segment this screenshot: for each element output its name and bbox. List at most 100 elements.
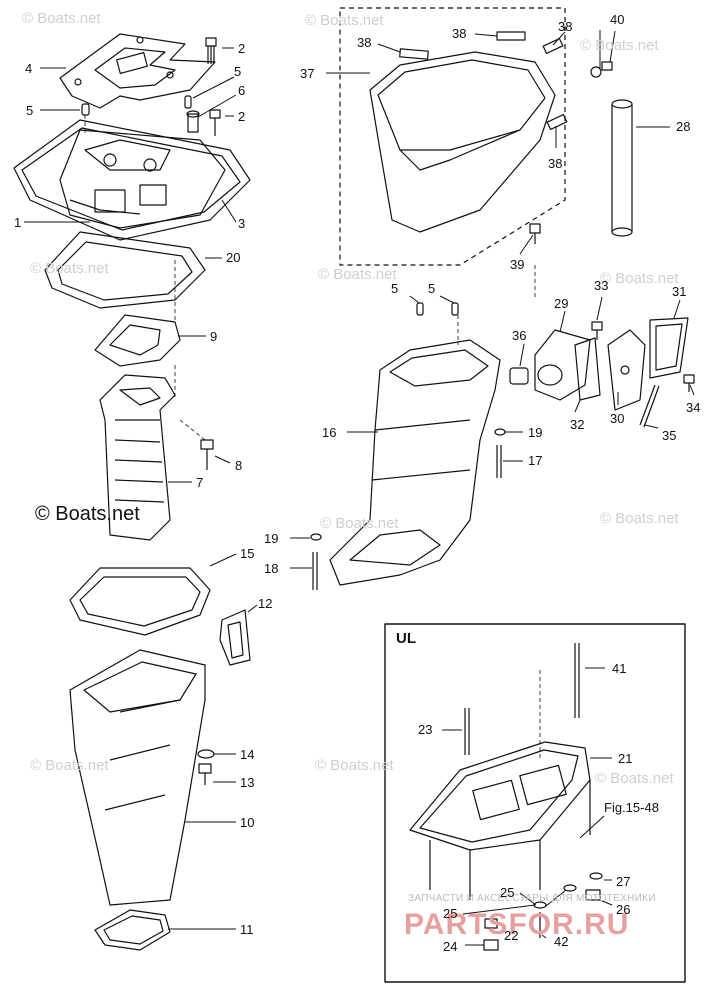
part-25-washer-a xyxy=(563,884,577,892)
callout-20: 20 xyxy=(226,250,241,265)
part-37-apron xyxy=(369,51,556,233)
callout-38: 38 xyxy=(558,19,573,34)
callout-21: 21 xyxy=(618,751,633,766)
part-5-pin-right xyxy=(184,95,192,109)
callout-1: 1 xyxy=(14,215,22,230)
watermark: © Boats.net xyxy=(595,770,674,787)
watermark: © Boats.net xyxy=(318,266,397,283)
callout-9: 9 xyxy=(210,329,218,344)
part-13-bolt xyxy=(198,763,212,785)
part-26-nut xyxy=(585,889,601,901)
callout-33: 33 xyxy=(594,278,609,293)
callout-18: 18 xyxy=(264,561,279,576)
callout-28: 28 xyxy=(676,119,691,134)
callout-17: 17 xyxy=(528,453,543,468)
part-29-pump-housing xyxy=(534,329,591,401)
callout-38: 38 xyxy=(548,156,563,171)
callout-34: 34 xyxy=(686,400,701,415)
callout-16: 16 xyxy=(322,425,337,440)
callout-29: 29 xyxy=(554,296,569,311)
part-16-upper-casing xyxy=(329,339,501,586)
part-38-pad-b xyxy=(496,31,526,41)
part-19-washer-a xyxy=(494,428,506,436)
part-12-clip xyxy=(219,609,251,666)
copyright-notice: © Boats.net xyxy=(35,503,140,525)
callout-15: 15 xyxy=(240,546,255,561)
watermark: © Boats.net xyxy=(320,515,399,532)
part-7-exhaust-pipe xyxy=(99,374,176,541)
alignment-lines xyxy=(84,115,541,760)
part-27-washer xyxy=(589,872,603,880)
part-41-stud xyxy=(574,643,580,718)
part-6-collar xyxy=(186,110,200,133)
callout-36: 36 xyxy=(512,328,527,343)
callout-26: 26 xyxy=(616,902,631,917)
watermark: © Boats.net xyxy=(600,510,679,527)
part-35-hose xyxy=(639,384,660,428)
part-37-apron-group xyxy=(339,7,566,266)
part-15-gasket xyxy=(69,567,211,636)
callout-10: 10 xyxy=(240,815,255,830)
part-38-pad-a xyxy=(399,48,429,60)
callout-32: 32 xyxy=(570,417,585,432)
part-5-pin-d xyxy=(451,302,459,316)
part-19-washer-b xyxy=(310,533,322,541)
store-tagline: ЗАПЧАСТИ И АКСЕССУАРЫ ДЛЯ МОТОТЕХНИКИ xyxy=(408,893,656,904)
watermark: © Boats.net xyxy=(22,10,101,27)
store-logo: PARTSFOR.RU xyxy=(404,908,630,941)
watermark: © Boats.net xyxy=(580,37,659,54)
part-31-gasket xyxy=(649,317,689,379)
callout-5: 5 xyxy=(428,281,436,296)
part-32-gasket xyxy=(574,337,601,401)
part-28-tube xyxy=(611,99,633,237)
callout-4: 4 xyxy=(25,61,33,76)
part-2-bolt-mid xyxy=(209,109,221,136)
figure-reference: Fig.15-48 xyxy=(604,800,659,815)
part-39-bolt xyxy=(529,223,541,244)
part-5-pin-left xyxy=(81,103,90,116)
part-23-stud xyxy=(464,708,470,755)
callout-14: 14 xyxy=(240,747,255,762)
callout-19: 19 xyxy=(528,425,543,440)
part-21-extension-plate xyxy=(409,741,591,900)
part-18-stud xyxy=(312,552,318,590)
callout-24: 24 xyxy=(443,939,458,954)
callout-19: 19 xyxy=(264,531,279,546)
part-11-gasket xyxy=(94,909,171,951)
watermark: © Boats.net xyxy=(305,12,384,29)
watermark: © Boats.net xyxy=(600,270,679,287)
callout-8: 8 xyxy=(235,458,243,473)
callout-2: 2 xyxy=(238,109,246,124)
callout-13: 13 xyxy=(240,775,255,790)
callout-39: 39 xyxy=(510,257,525,272)
inset-label: UL xyxy=(396,630,416,647)
part-34-bolt xyxy=(683,374,695,392)
part-1-adapter xyxy=(59,129,226,229)
callout-2: 2 xyxy=(238,41,246,56)
callout-12: 12 xyxy=(258,596,273,611)
callout-25: 25 xyxy=(443,906,458,921)
callout-35: 35 xyxy=(662,428,677,443)
callout-7: 7 xyxy=(196,475,204,490)
part-36-seal xyxy=(509,367,529,385)
callout-38: 38 xyxy=(357,35,372,50)
part-38-pad-c xyxy=(542,37,564,55)
callout-27: 27 xyxy=(616,874,631,889)
watermark: © Boats.net xyxy=(30,757,109,774)
callout-5: 5 xyxy=(234,64,242,79)
callout-6: 6 xyxy=(238,83,246,98)
callout-23: 23 xyxy=(418,722,433,737)
part-4-top-plate xyxy=(59,33,216,109)
callout-5: 5 xyxy=(26,103,34,118)
callout-41: 41 xyxy=(612,661,627,676)
part-17-stud xyxy=(496,445,502,478)
leader-lines xyxy=(24,30,695,946)
callout-25: 25 xyxy=(500,885,515,900)
part-8-bolt xyxy=(200,439,214,470)
part-33-screw xyxy=(591,321,603,340)
part-10-housing xyxy=(69,649,206,906)
callout-30: 30 xyxy=(610,411,625,426)
callout-38: 38 xyxy=(452,26,467,41)
callout-31: 31 xyxy=(672,284,687,299)
